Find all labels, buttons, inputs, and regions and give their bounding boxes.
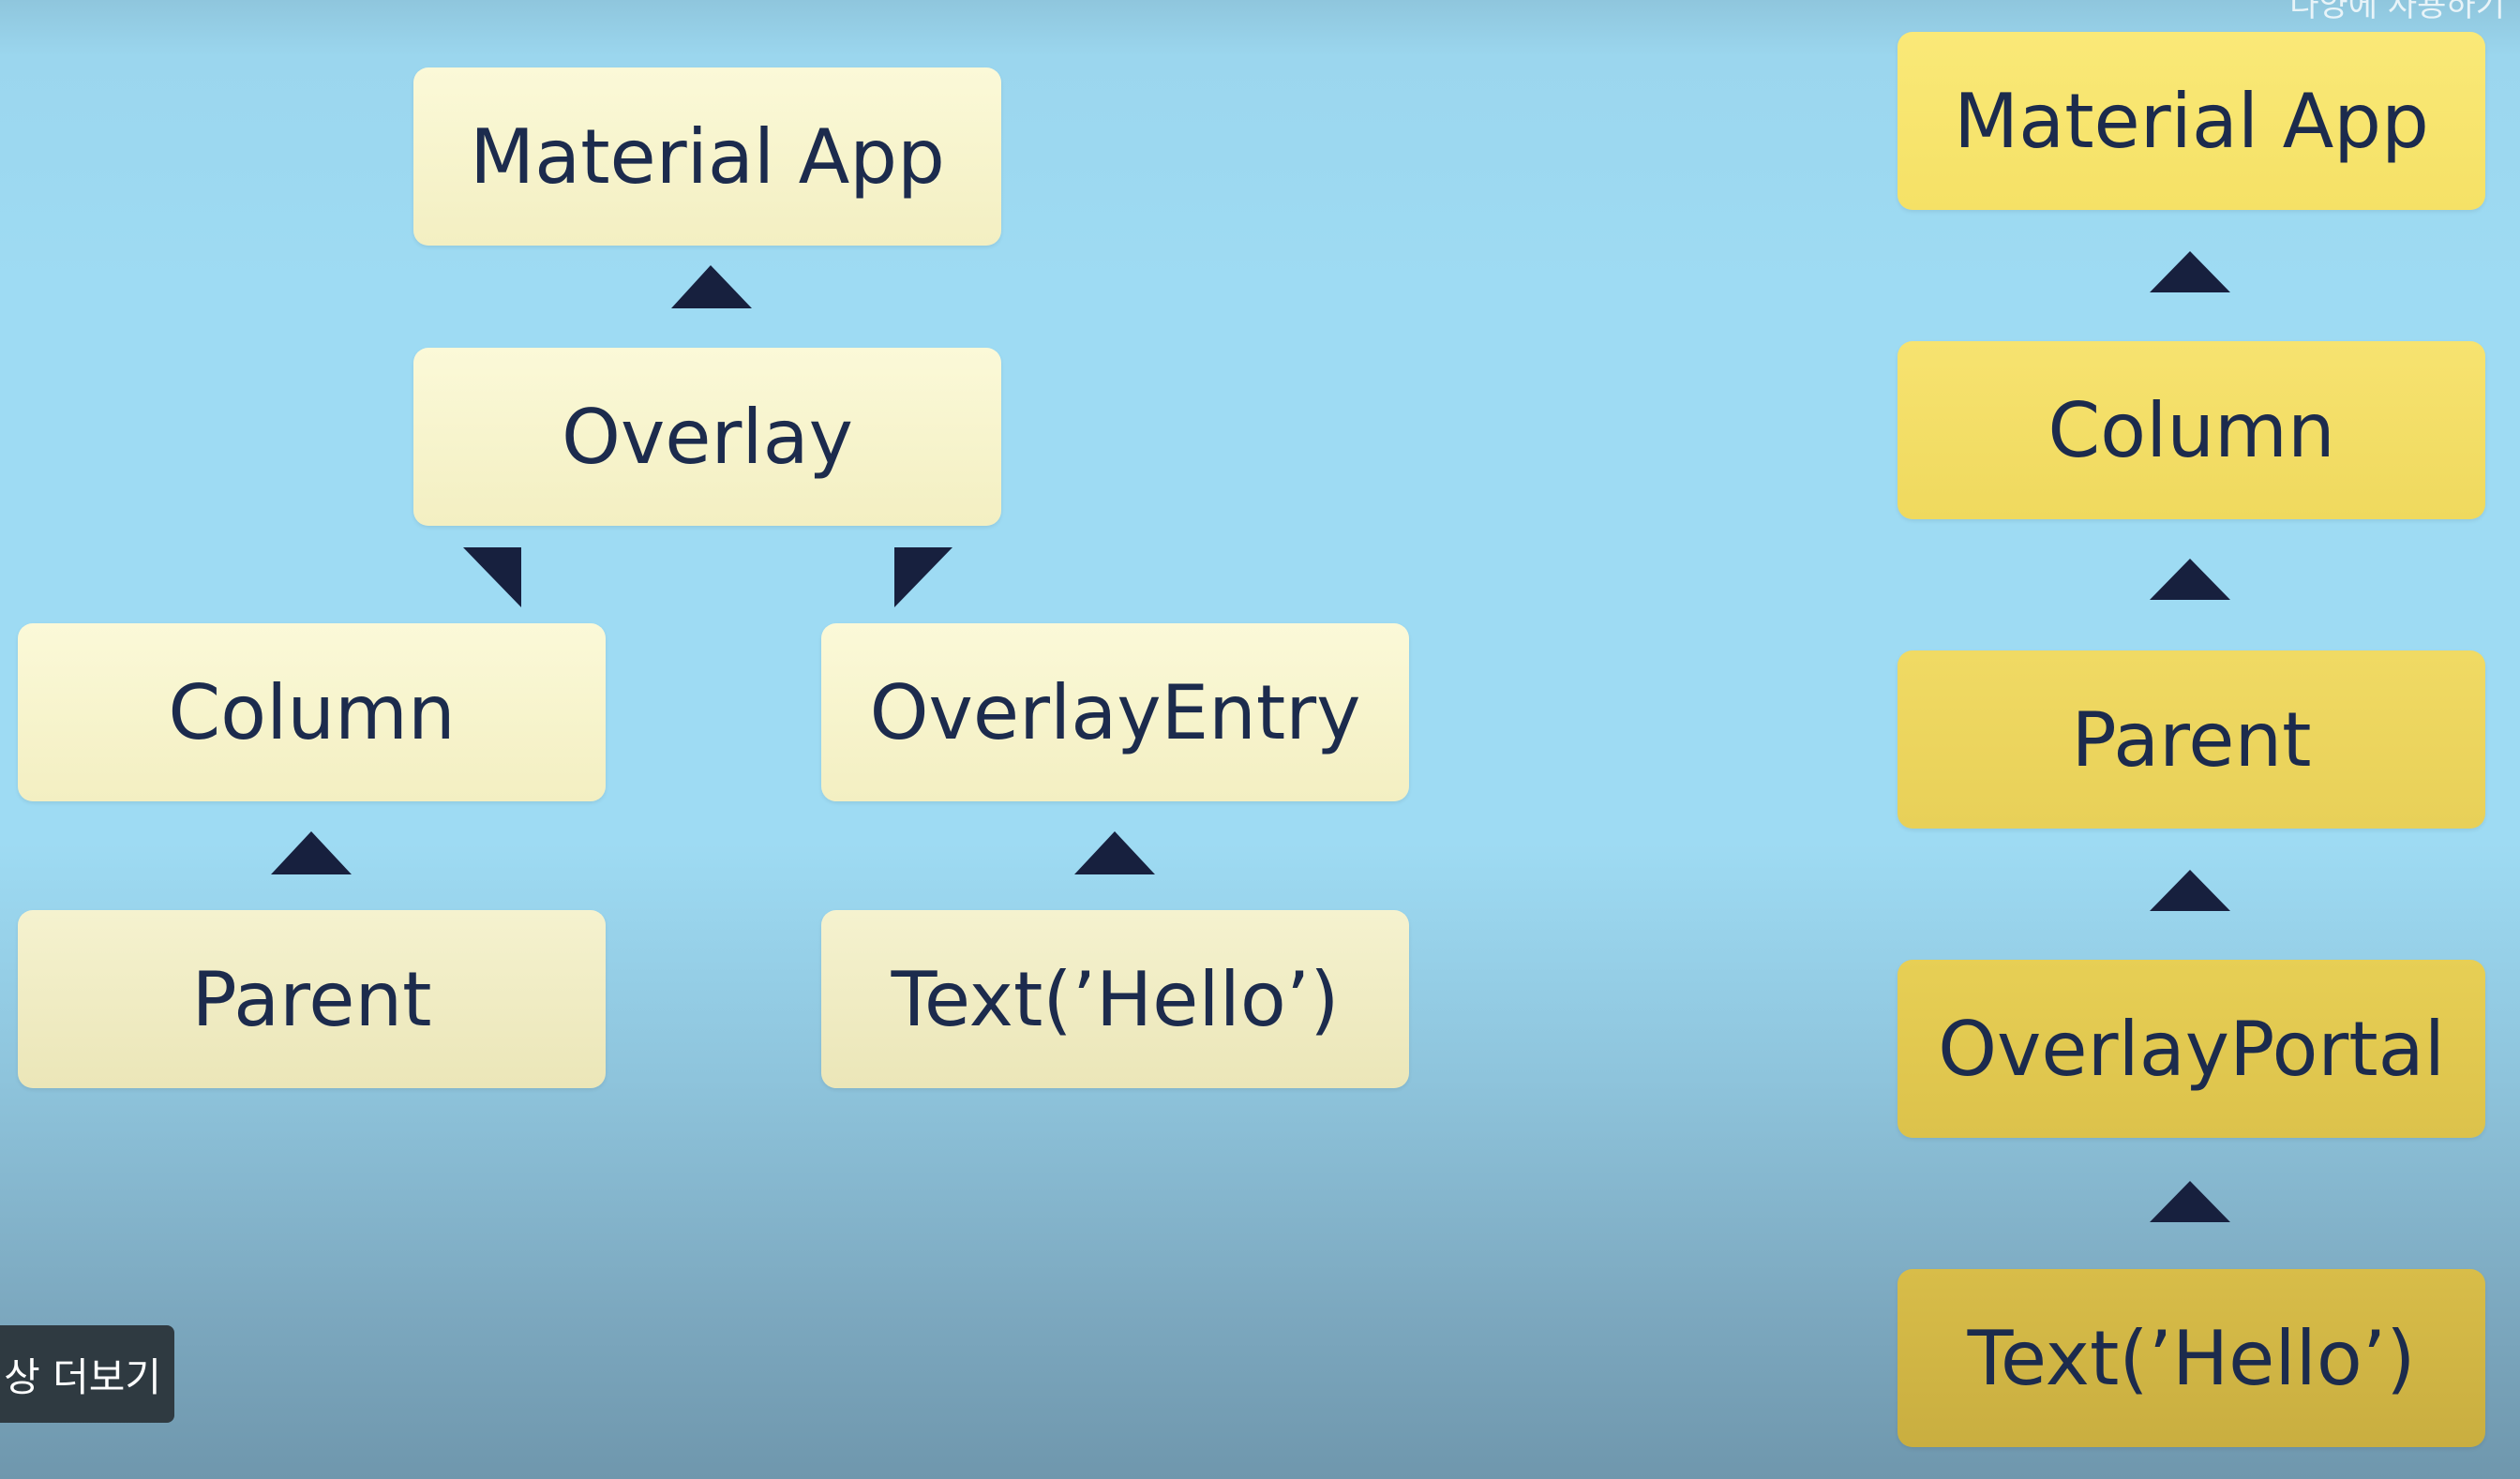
node-column-right: Column xyxy=(1898,341,2485,519)
more-videos-button[interactable]: 상 더보기 xyxy=(0,1325,174,1423)
node-label: Column xyxy=(2048,386,2335,474)
node-material-app-left: Material App xyxy=(413,67,1001,246)
node-text-hello-right: Text(’Hello’) xyxy=(1898,1269,2485,1447)
node-label: Text(’Hello’) xyxy=(1967,1314,2416,1402)
arrow-overlay-to-overlay-entry xyxy=(894,547,952,607)
arrow-overlay-to-column xyxy=(463,547,521,607)
node-label: Text(’Hello’) xyxy=(891,955,1340,1043)
arrow-up-parent-to-column-right xyxy=(2150,559,2230,600)
arrow-up-text-to-portal xyxy=(2150,1181,2230,1222)
node-label: Material App xyxy=(470,112,945,201)
arrow-up-overlay-to-material-app xyxy=(671,265,752,308)
node-text-hello-left: Text(’Hello’) xyxy=(821,910,1409,1088)
node-column-left: Column xyxy=(18,623,606,801)
node-label: Material App xyxy=(1954,77,2429,165)
more-videos-label: 상 더보기 xyxy=(4,1353,161,1400)
top-caption: 다양에 사용하기 xyxy=(2289,0,2505,24)
node-label: Parent xyxy=(2071,695,2312,784)
node-material-app-right: Material App xyxy=(1898,32,2485,210)
node-label: Column xyxy=(168,668,456,756)
node-overlay-entry: OverlayEntry xyxy=(821,623,1409,801)
node-parent-right: Parent xyxy=(1898,650,2485,829)
node-label: OverlayEntry xyxy=(869,668,1361,756)
arrow-up-text-to-overlay-entry xyxy=(1074,831,1155,874)
arrow-up-parent-to-column xyxy=(271,831,352,874)
node-label: OverlayPortal xyxy=(1938,1005,2445,1093)
node-label: Overlay xyxy=(561,393,853,481)
node-label: Parent xyxy=(191,955,432,1043)
node-overlay-portal: OverlayPortal xyxy=(1898,960,2485,1138)
node-parent-left: Parent xyxy=(18,910,606,1088)
node-overlay: Overlay xyxy=(413,348,1001,526)
arrow-up-column-to-material-app xyxy=(2150,251,2230,292)
arrow-up-portal-to-parent xyxy=(2150,870,2230,911)
